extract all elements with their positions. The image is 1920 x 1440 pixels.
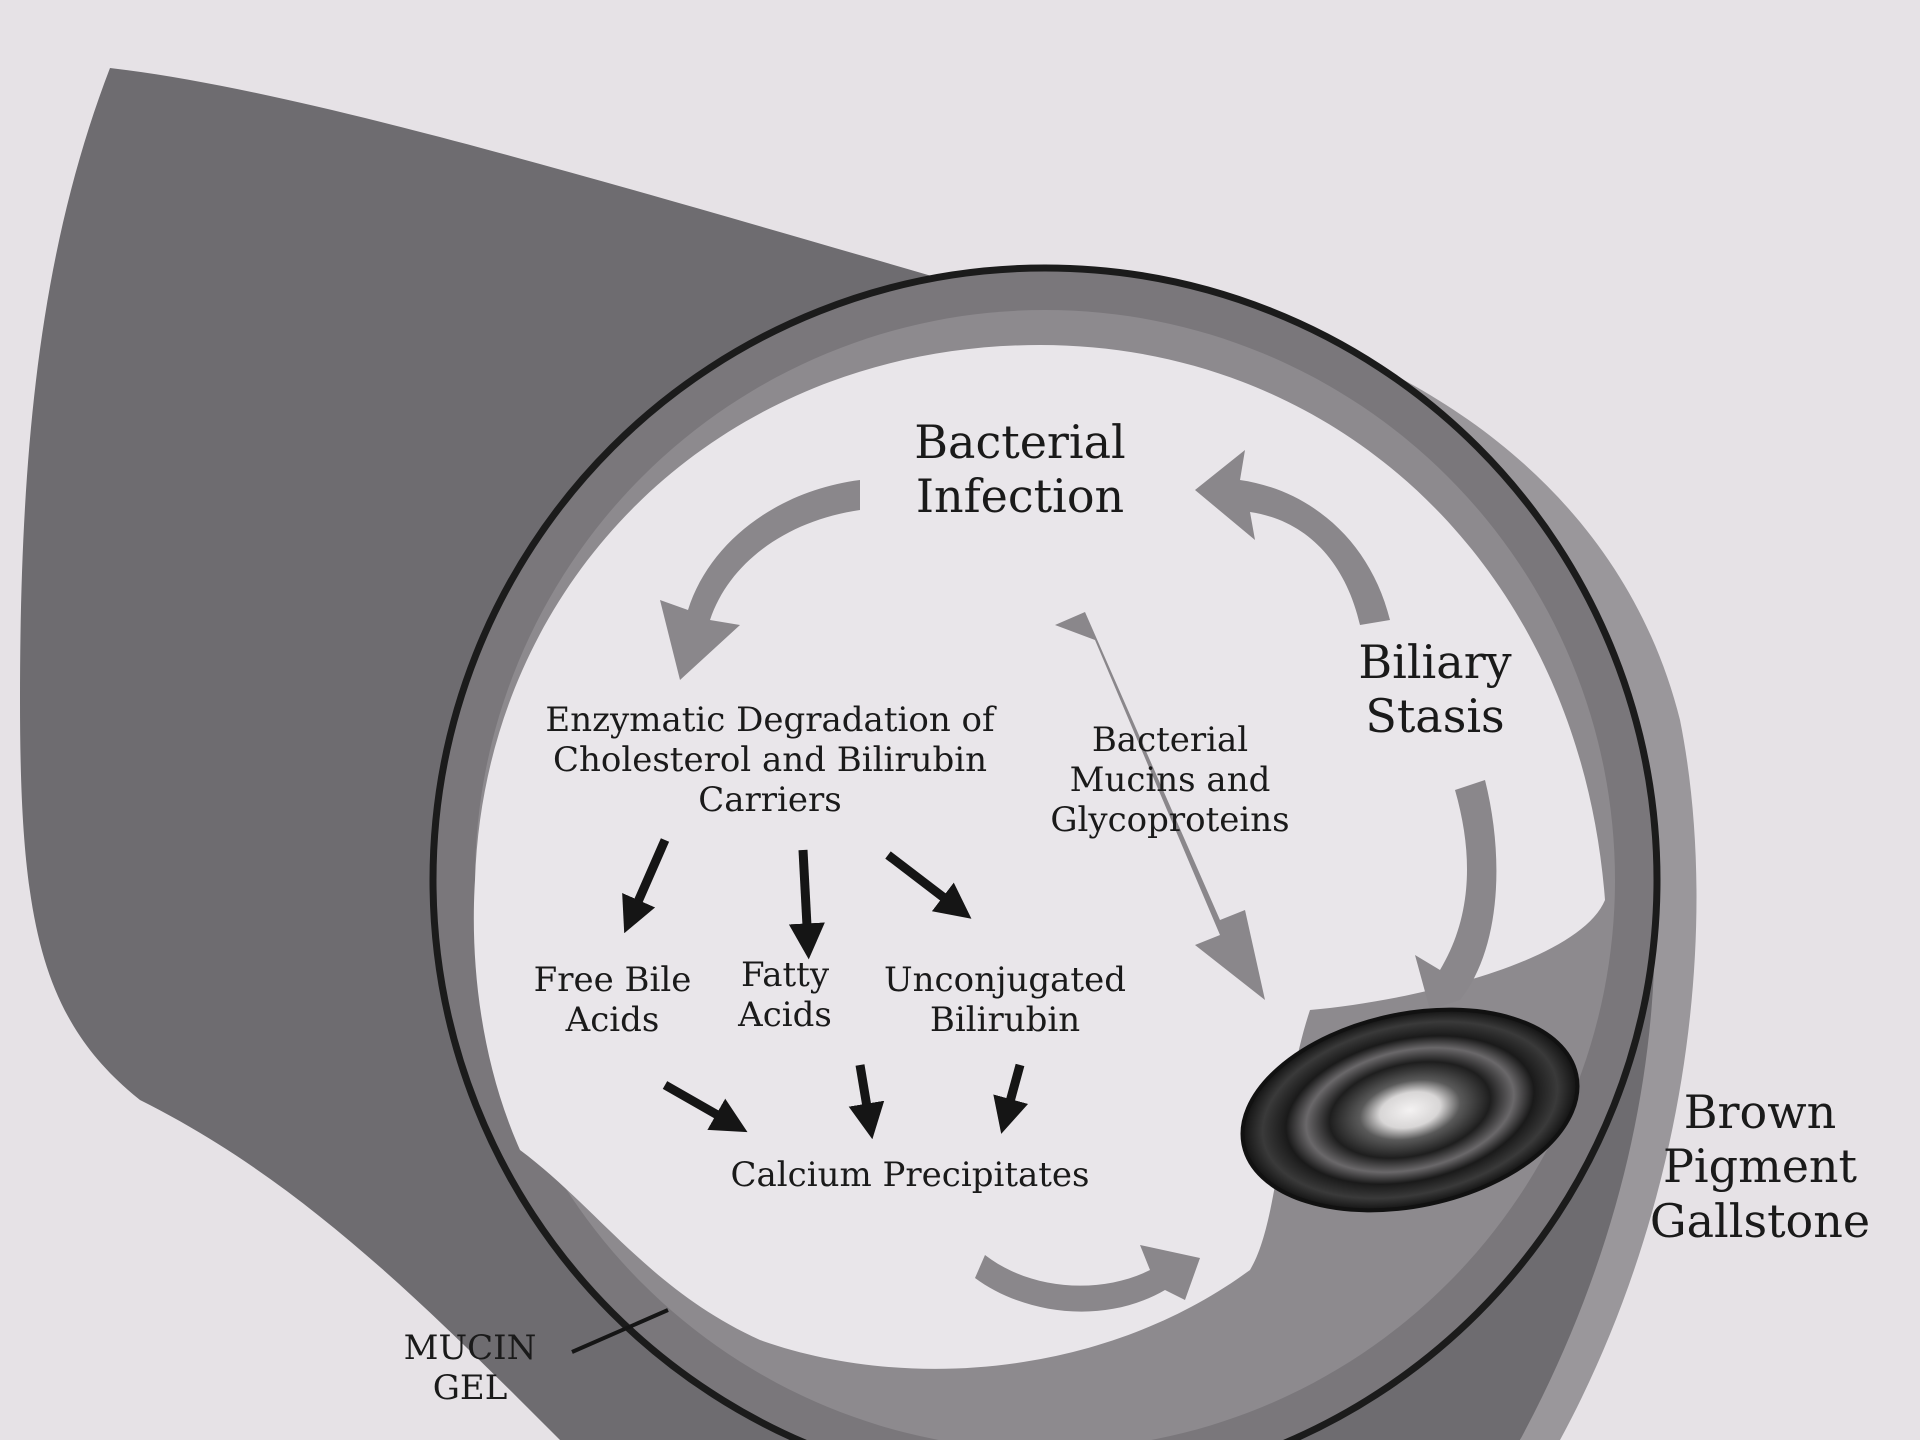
free-bile-acids-label: Free Bile Acids bbox=[515, 960, 710, 1040]
bacterial-mucins-label: Bacterial Mucins and Glycoproteins bbox=[1020, 720, 1320, 840]
calcium-precipitates-label: Calcium Precipitates bbox=[690, 1155, 1130, 1195]
fatty-acids-label: Fatty Acids bbox=[715, 955, 855, 1035]
brown-pigment-gallstone-label: Brown Pigment Gallstone bbox=[1620, 1085, 1900, 1248]
biliary-stasis-label: Biliary Stasis bbox=[1330, 635, 1540, 744]
bacterial-infection-label: Bacterial Infection bbox=[880, 415, 1160, 524]
arrow-icon bbox=[803, 850, 808, 945]
enzymatic-degradation-label: Enzymatic Degradation of Cholesterol and… bbox=[500, 700, 1040, 820]
mucin-gel-label: MUCIN GEL bbox=[380, 1328, 560, 1408]
unconjugated-bilirubin-label: Unconjugated Bilirubin bbox=[860, 960, 1150, 1040]
